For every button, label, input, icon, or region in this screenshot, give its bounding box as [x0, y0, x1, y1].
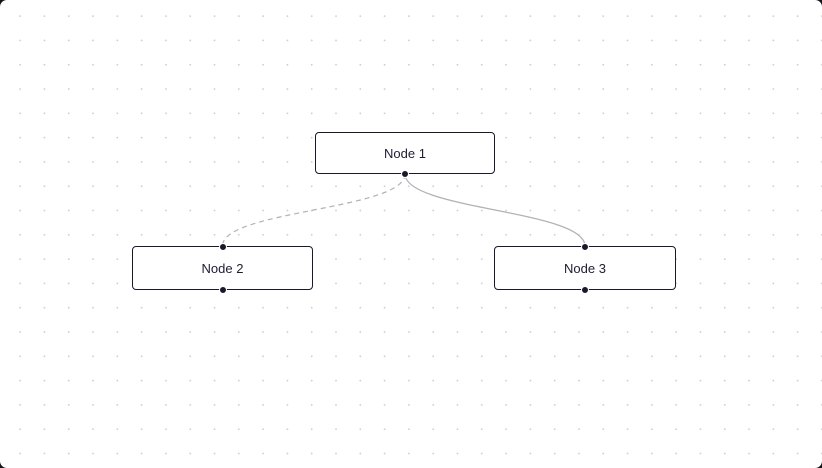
node-3-source-handle[interactable]	[581, 285, 589, 294]
node-2-label: Node 2	[201, 260, 244, 276]
node-2-target-handle[interactable]	[218, 242, 227, 251]
edge-node1-node3[interactable]	[404, 173, 586, 247]
edge-node1-node2[interactable]	[221, 173, 406, 247]
node-3[interactable]: Node 3	[494, 242, 676, 294]
node-2[interactable]: Node 2	[132, 242, 313, 294]
node-1-source-handle[interactable]	[401, 169, 409, 178]
node-2-source-handle[interactable]	[218, 285, 227, 294]
node-3-label: Node 3	[564, 260, 606, 276]
node-3-target-handle[interactable]	[581, 242, 589, 251]
node-1[interactable]: Node 1	[315, 132, 495, 178]
node-1-label: Node 1	[384, 145, 426, 161]
